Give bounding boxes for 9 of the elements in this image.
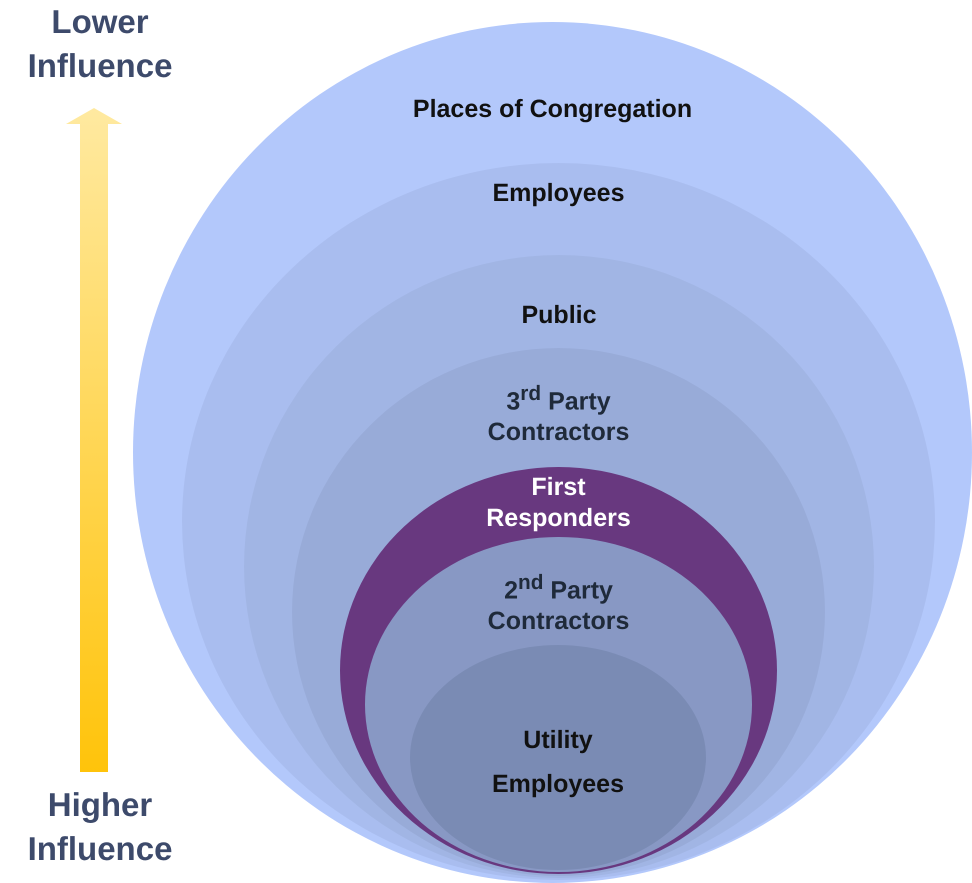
circle-label: 2$^{nd}$ Party Contractors (486, 570, 630, 638)
axis-label: Higher Influence (26, 785, 174, 869)
axis-label: Lower Influence (26, 2, 174, 86)
circle-label: Places of Congregation (412, 94, 694, 125)
circle-label: 3$^{rd}$ Party Contractors (486, 381, 630, 448)
circle-label: Employees (491, 178, 626, 209)
circle-label: Public (520, 300, 598, 331)
circle-label: First Responders (485, 472, 632, 534)
circle-label: Utility Employees (490, 725, 625, 800)
